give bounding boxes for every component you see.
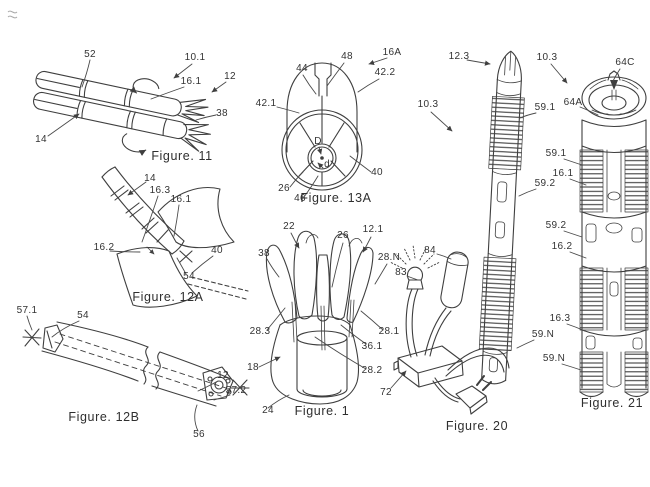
ref-label: 28.N	[378, 252, 400, 263]
ref-label: 12	[217, 370, 229, 381]
ref-label: 42.1	[256, 98, 277, 109]
ref-label: 12	[224, 71, 236, 82]
ref-label: 10.1	[185, 52, 206, 63]
ref-label: 12.3	[449, 51, 470, 62]
ref-label: 57.1	[17, 305, 38, 316]
ref-label: 14	[144, 173, 156, 184]
ref-label: 83	[395, 267, 407, 278]
ref-label: 16.3	[550, 313, 571, 324]
figure-13a: 44 48 16A 42.2 42.1 D d 40 26 46 Figure.…	[256, 47, 402, 205]
ref-label: 28.3	[250, 326, 271, 337]
corner-mark	[8, 11, 17, 18]
figure-12b-drawing	[23, 322, 249, 406]
ref-label: 16.2	[94, 242, 115, 253]
figure-21-drawing	[580, 71, 648, 397]
figure-caption: Figure. 1	[295, 404, 350, 418]
ref-label: 72	[380, 387, 392, 398]
ref-label: 28.2	[362, 365, 383, 376]
figure-12b: 57.1 54 12 57.2 56 Figure. 12B	[17, 305, 249, 440]
figure-caption: Figure. 11	[151, 149, 212, 163]
figure-caption: Figure. 13A	[300, 191, 371, 205]
ref-label: 44	[296, 63, 308, 74]
figure-11: 52 10.1 16.1 12 38 14 Figure. 11	[26, 49, 236, 166]
figure-1: 22 26 12.1 38 28.N 28.3 28.1 36.1 18 28.…	[247, 221, 400, 418]
ref-label: 54	[183, 271, 195, 282]
ref-label: 42.2	[375, 67, 396, 78]
ref-label: D	[314, 136, 322, 147]
ref-label: 54	[77, 310, 89, 321]
ref-label: 16.3	[150, 185, 171, 196]
ref-label: 16.1	[553, 168, 574, 179]
ref-label: 59.N	[532, 329, 554, 340]
ref-label: 26	[278, 183, 290, 194]
figure-13a-drawing	[282, 63, 362, 190]
figure-caption: Figure. 12B	[68, 410, 139, 424]
figure-20-probe-drawing	[477, 50, 526, 384]
ref-label: 38	[216, 108, 228, 119]
ref-label: d	[324, 159, 330, 170]
ref-label: 10.3	[418, 99, 439, 110]
ref-label: 84	[424, 245, 436, 256]
ref-label: 16.1	[181, 76, 202, 87]
ref-label: 57.2	[226, 385, 247, 396]
ref-label: 26	[337, 230, 349, 241]
figure-20: 12.3 10.3 59.1 59.2 59.N 84 83 72 Figure…	[380, 50, 555, 433]
ref-label: 59.1	[546, 148, 567, 159]
ref-label: 59.2	[546, 220, 567, 231]
ref-label: 12.1	[363, 224, 384, 235]
figure-12a: 14 16.3 16.1 16.2 40 54 Figure. 12A	[94, 167, 248, 307]
ref-label: 10.3	[537, 52, 558, 63]
ref-label: 52	[84, 49, 96, 60]
ref-label: 16.2	[552, 241, 573, 252]
figure-caption: Figure. 21	[581, 396, 643, 410]
ref-label: 24	[262, 405, 274, 416]
ref-label: 59.2	[535, 178, 556, 189]
ref-label: 38	[258, 248, 270, 259]
ref-label: 64A	[564, 97, 583, 108]
figure-caption: Figure. 12A	[132, 290, 203, 304]
ref-label: 64C	[615, 57, 634, 68]
ref-label: 40	[211, 245, 223, 256]
figure-12a-drawing	[102, 167, 248, 307]
ref-label: 40	[371, 167, 383, 178]
ref-label: 59.1	[535, 102, 556, 113]
ref-label: 14	[35, 134, 47, 145]
figure-1-drawing	[266, 231, 373, 404]
ref-label: 16A	[383, 47, 402, 58]
ref-label: 59.N	[543, 353, 565, 364]
ref-label: 56	[193, 429, 205, 440]
ref-label: 28.1	[379, 326, 400, 337]
figure-caption: Figure. 20	[446, 419, 508, 433]
ref-label: 36.1	[362, 341, 383, 352]
ref-label: 48	[341, 51, 353, 62]
ref-label: 16.1	[171, 194, 192, 205]
ref-label: 18	[247, 362, 259, 373]
ref-label: 22	[283, 221, 295, 232]
